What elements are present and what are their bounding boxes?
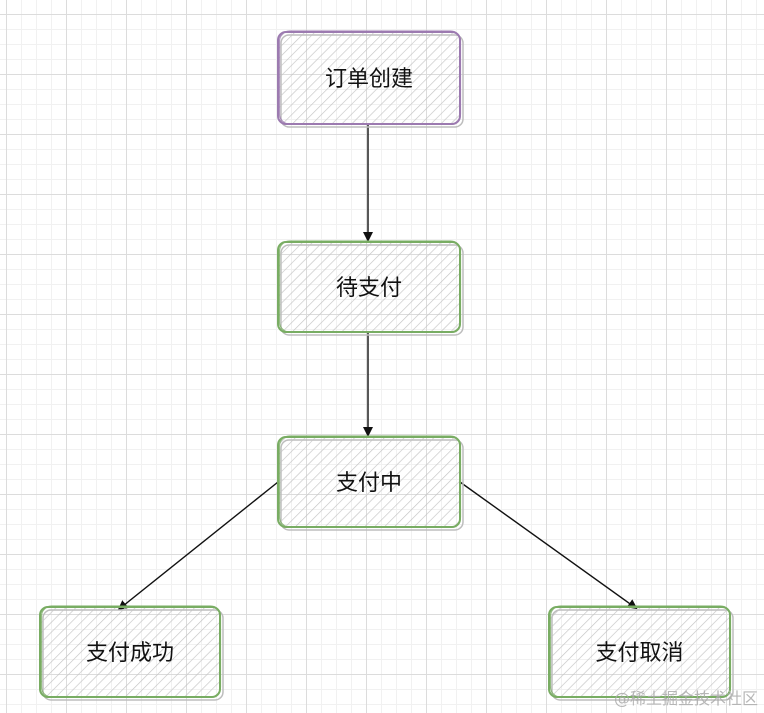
node-payment-success[interactable]: 支付成功 (39, 605, 224, 701)
node-label: 支付取消 (595, 641, 683, 666)
edge-paying-to-payment-cancelled[interactable] (459, 481, 638, 610)
node-pending-payment[interactable]: 待支付 (277, 240, 464, 336)
node-label: 待支付 (336, 276, 402, 301)
node-paying[interactable]: 支付中 (277, 435, 464, 531)
node-sketch-outline (549, 605, 732, 698)
node-label: 订单创建 (325, 67, 413, 92)
edge-paying-to-payment-success[interactable] (117, 481, 279, 611)
node-payment-cancelled[interactable]: 支付取消 (548, 605, 734, 701)
node-label: 支付中 (336, 471, 402, 496)
node-sketch-outline (278, 435, 462, 528)
node-sketch-outline (40, 605, 222, 698)
node-sketch-outline (278, 240, 462, 333)
node-order-created[interactable]: 订单创建 (277, 30, 464, 128)
node-label: 支付成功 (86, 641, 174, 666)
node-sketch-outline (278, 30, 462, 125)
watermark: @稀土掘金技术社区 (613, 689, 758, 708)
